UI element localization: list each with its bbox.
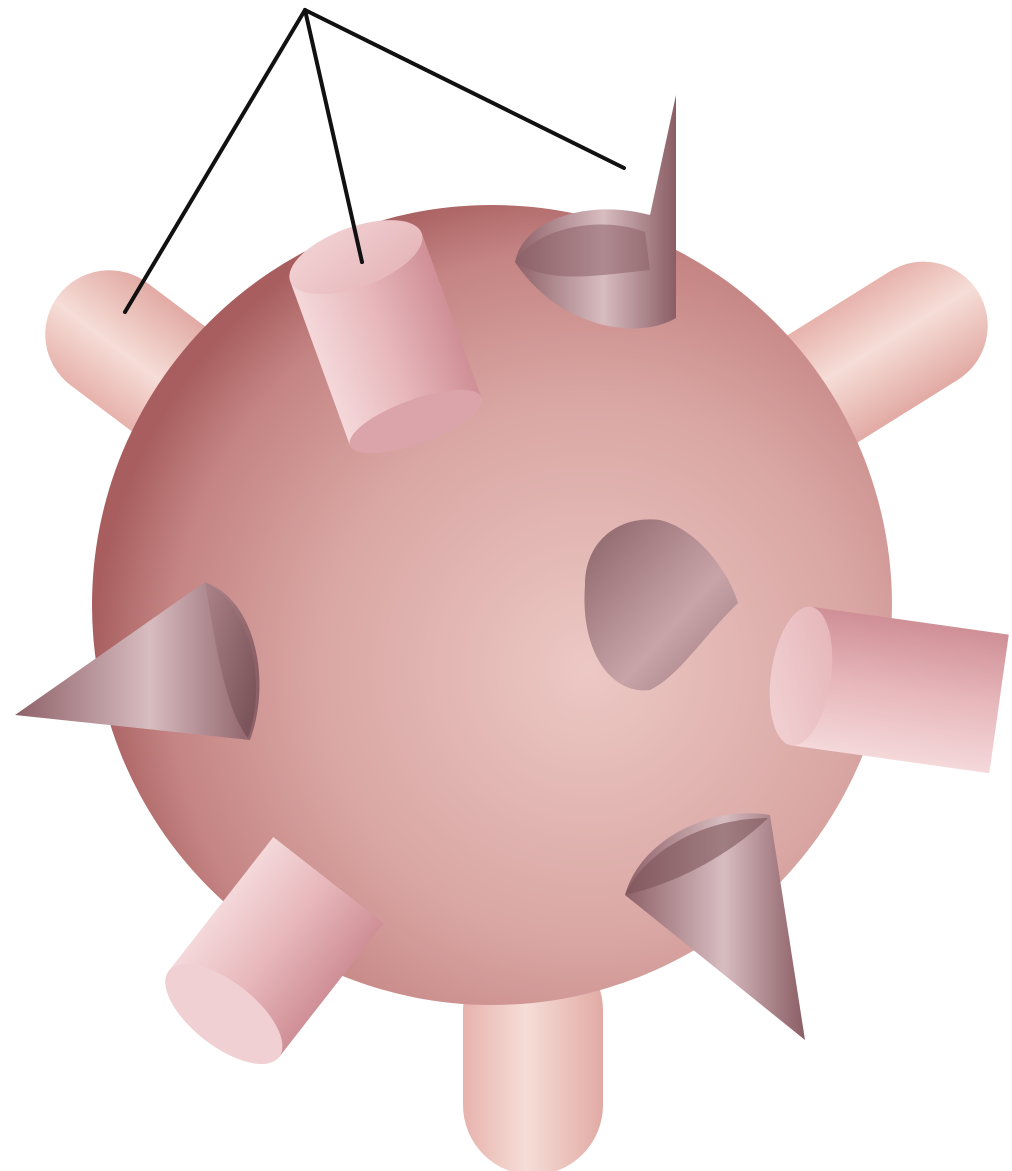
callout-line-rod xyxy=(125,10,305,312)
callout-line-cylinder xyxy=(305,10,362,262)
callout-line-cone xyxy=(305,10,624,168)
